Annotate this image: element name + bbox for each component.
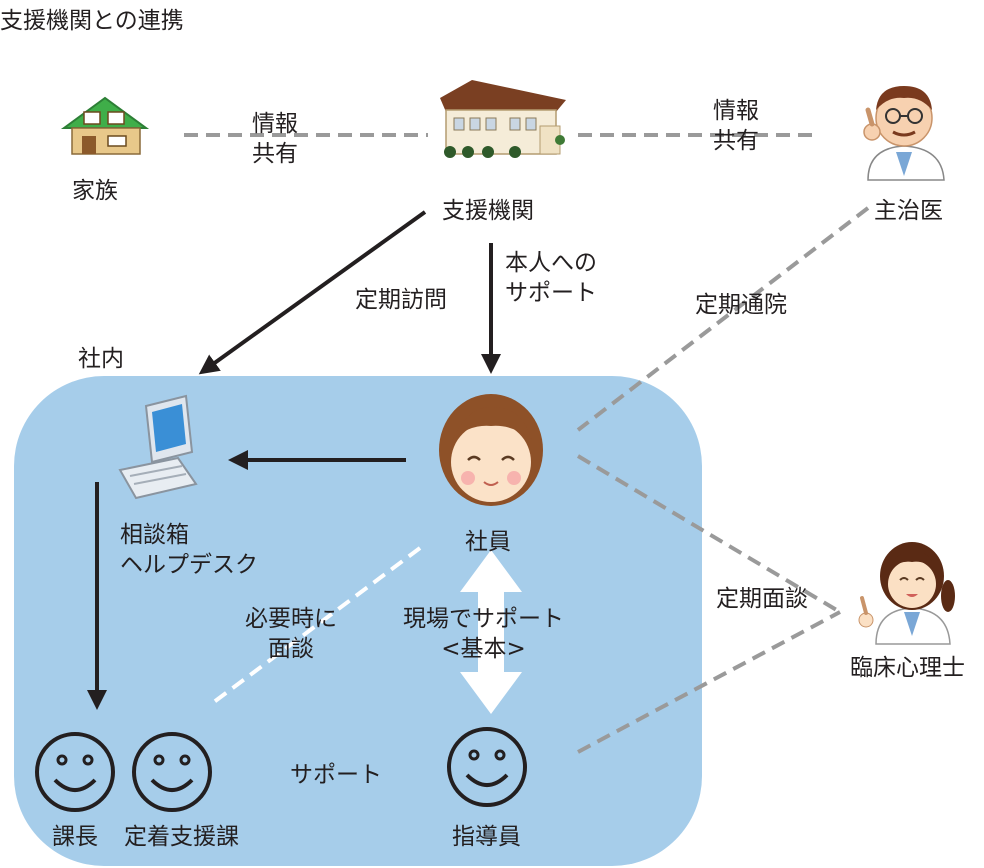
psychologist-woman-icon [858,542,955,645]
onsite-support-double-arrow [460,550,522,714]
info-share-left-label: 情報 共有 [252,111,298,167]
regular-interview-line-upper [576,454,842,614]
smiley-icon-section-chief [35,732,115,812]
regular-visit-label: 定期訪問 [355,287,447,313]
support-agency-label: 支援機関 [442,198,534,224]
company-area [14,376,702,866]
regular-interview-line-lower [577,610,841,754]
family-label: 家族 [72,178,118,204]
instructor-label: 指導員 [452,824,521,850]
consultation-box-label: 相談箱 ヘルプデスク [120,522,258,578]
region-label: 社内 [78,346,124,372]
regular-hospital-line [576,206,870,432]
smiley-icon-retention-support [132,732,212,812]
section-chief-label: 課長 [52,824,98,850]
diagram-title: 支援機関との連携 [0,8,184,34]
support-self-label: 本人への サポート [505,250,597,306]
interview-when-needed-label: 必要時に 面談 [245,606,337,662]
psychologist-label: 臨床心理士 [850,655,965,681]
facility-building-icon [440,80,566,158]
onsite-support-label: 現場でサポート <基本> [403,606,564,662]
employee-label: 社員 [465,529,511,555]
support-label: サポート [290,762,382,788]
regular-visit-arrow [198,210,427,375]
employee-woman-icon [439,394,543,506]
regular-interview-label: 定期面談 [716,586,808,612]
info-share-right-label: 情報 共有 [713,98,759,154]
smiley-icon-instructor [447,727,527,807]
computer-icon [118,394,198,500]
doctor-label: 主治医 [874,198,943,224]
doctor-icon [863,86,945,181]
regular-hospital-label: 定期通院 [695,292,787,318]
retention-support-label: 定着支援課 [124,824,239,850]
house-icon [60,96,150,155]
